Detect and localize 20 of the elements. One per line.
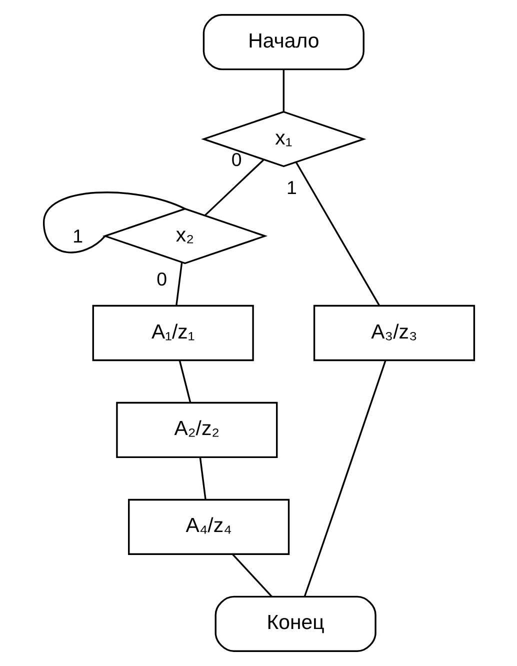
node-box: A₁/z₁ bbox=[92, 304, 254, 362]
edge-label: 0 bbox=[230, 149, 242, 170]
connector bbox=[204, 159, 264, 216]
connector bbox=[198, 457, 206, 500]
connector bbox=[175, 262, 182, 306]
node-box: Начало bbox=[202, 14, 364, 70]
node-box: A₃/z₃ bbox=[312, 304, 475, 362]
connector bbox=[178, 360, 191, 403]
node-box: Конец bbox=[214, 596, 376, 652]
connector bbox=[295, 162, 380, 306]
node-box: A₂/z₂ bbox=[116, 402, 278, 458]
connector bbox=[282, 69, 284, 112]
edge-label: 0 bbox=[156, 268, 167, 290]
node-diamond: x₂ bbox=[102, 208, 268, 264]
connector bbox=[42, 192, 185, 254]
connector bbox=[303, 360, 386, 597]
edge-label: 1 bbox=[72, 226, 83, 247]
node-box: A₄/z₄ bbox=[128, 498, 290, 555]
connector bbox=[231, 554, 272, 598]
edge-label: 1 bbox=[286, 177, 296, 198]
